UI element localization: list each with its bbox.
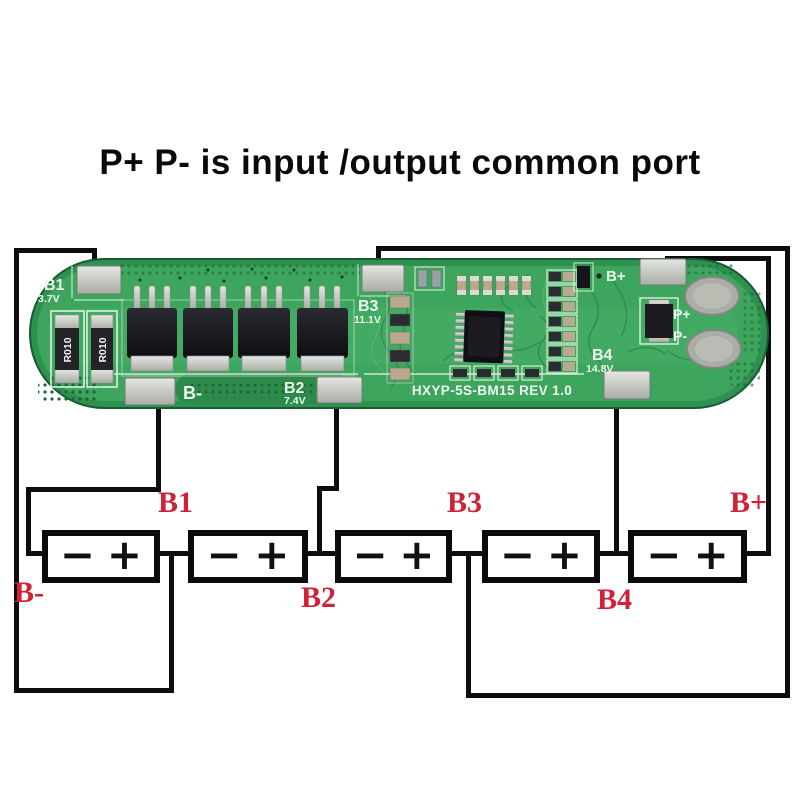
label-b2: B2	[301, 581, 337, 614]
via-dots	[138, 267, 344, 283]
label-b-minus: B-	[14, 576, 44, 609]
junction-cell1-cell2	[158, 551, 191, 556]
pad-b1	[76, 265, 122, 295]
pcb-label-b4: B4	[592, 347, 613, 364]
pcb-silkscreen-text: B1 3.7V B3 11.1V B- B2 7.4V B4 14.8V B+ …	[38, 268, 691, 407]
pcb-label-b3: B3	[358, 298, 379, 315]
pcb-label-b1: B1	[44, 277, 65, 294]
wire-b3	[466, 554, 471, 698]
pad-b4	[603, 370, 651, 400]
wire-b3	[785, 246, 790, 698]
pcb-board: R010 R010	[29, 258, 769, 409]
shunt-resistors: R010 R010	[50, 310, 118, 388]
wire-b1	[14, 248, 97, 253]
wire-b-minus	[26, 551, 46, 556]
pcb-label-b-plus: B+	[606, 268, 626, 285]
smd-components	[386, 262, 594, 384]
wire-b2	[317, 486, 322, 556]
battery-cell-5: − +	[628, 530, 747, 583]
mosfet	[297, 285, 348, 372]
wire-b-plus	[745, 551, 771, 556]
output-section	[596, 273, 742, 369]
pcb-label-b4-voltage: 14.8V	[586, 363, 613, 375]
pcb-label-b3-voltage: 11.1V	[354, 314, 381, 326]
junction-cell2-cell3	[306, 551, 338, 556]
battery-cell-1: − +	[42, 530, 160, 583]
wire-b3	[376, 246, 790, 251]
pad-b2	[316, 376, 363, 404]
pcb-label-p-minus: P-	[673, 328, 687, 344]
wire-b3	[466, 693, 790, 698]
mosfet	[183, 285, 233, 372]
junction-cell4-cell5	[598, 551, 631, 556]
label-b3: B3	[447, 486, 483, 519]
wire-b1	[169, 554, 174, 693]
pad-b-minus	[124, 377, 176, 406]
battery-cell-2: − +	[188, 530, 308, 583]
label-b-plus: B+	[730, 486, 768, 519]
wire-b2	[317, 486, 339, 491]
label-b4: B4	[597, 583, 633, 616]
wire-b-minus	[156, 400, 161, 492]
pad-b-plus	[639, 258, 687, 286]
wire-b-minus	[26, 487, 31, 556]
mosfet	[238, 285, 290, 372]
solder-pads	[76, 258, 687, 406]
mosfet	[127, 285, 177, 372]
resistor-value-label: R010	[97, 337, 109, 362]
pad-b3	[361, 264, 405, 293]
smd-column-right	[546, 269, 578, 374]
wire-b-minus	[26, 487, 161, 492]
smd-row-bottom	[449, 365, 543, 381]
battery-cell-4: − +	[482, 530, 600, 583]
wire-b-plus	[665, 256, 771, 261]
pcb-label-b2: B2	[284, 380, 305, 397]
battery-cell-3: − +	[335, 530, 452, 583]
resistor-value-label: R010	[62, 337, 74, 362]
ic-chip	[453, 310, 515, 364]
pcb-label-p-plus: P+	[673, 306, 691, 322]
pcb-label-b-minus: B-	[183, 383, 202, 403]
pcb-label-b1-voltage: 3.7V	[38, 293, 60, 305]
label-b1: B1	[158, 486, 194, 519]
mosfet-row	[127, 267, 348, 372]
wire-b1	[14, 688, 174, 693]
pcb-label-b2-voltage: 7.4V	[284, 395, 306, 407]
wire-b1	[14, 248, 19, 693]
wire-b4	[614, 398, 619, 556]
junction-cell3-cell4	[450, 551, 485, 556]
wire-b-plus	[766, 256, 771, 556]
page-title: P+ P- is input /output common port	[99, 143, 701, 182]
wire-b2	[334, 400, 339, 491]
pcb-part-number: HXYP-5S-BM15 REV 1.0	[412, 383, 572, 398]
